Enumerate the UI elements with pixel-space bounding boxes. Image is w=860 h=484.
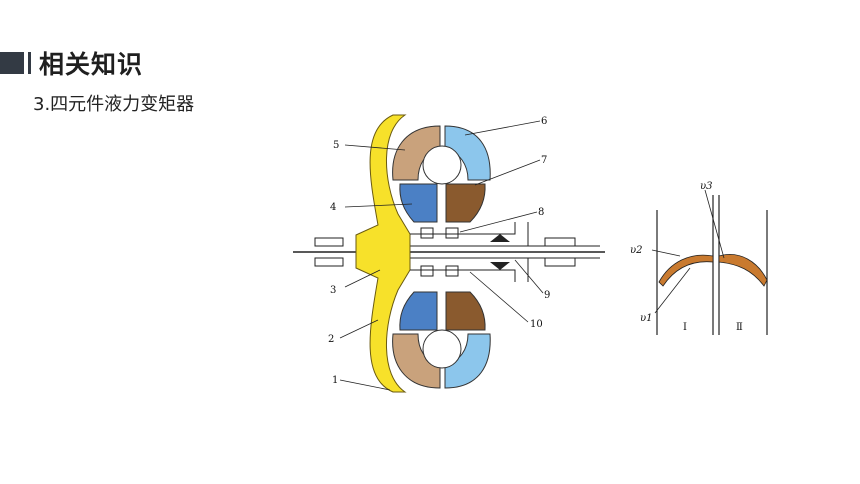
bearings [410, 222, 516, 282]
part-label-10: 10 [530, 319, 543, 330]
blade-profile-left [658, 254, 714, 287]
core-ring-lower [422, 329, 462, 369]
part-label-9: 9 [544, 290, 550, 301]
blade-profile-right [718, 254, 768, 287]
region-label-2: Ⅱ [736, 322, 743, 333]
part-label-2: 2 [328, 334, 334, 345]
part-label-8: 8 [538, 207, 544, 218]
part-label-4: 4 [330, 202, 336, 213]
velocity-label-v1: υ1 [640, 313, 652, 324]
section-header: 相关知识 [0, 46, 143, 80]
header-bar-icon [28, 52, 31, 74]
leader-lines [339, 120, 544, 391]
velocity-label-v2: υ2 [630, 245, 642, 256]
velocity-diagram: υ3 υ2 υ1 Ⅰ Ⅱ [630, 181, 768, 335]
stator-b-lower [445, 291, 486, 331]
arrow-down-icon [490, 262, 510, 270]
part-label-7: 7 [541, 155, 547, 166]
stator-a-upper [399, 183, 438, 223]
region-label-1: Ⅰ [683, 322, 687, 333]
core-ring-upper [422, 145, 462, 185]
part-label-5: 5 [333, 140, 339, 151]
upper-torus [392, 125, 491, 223]
arrow-up-icon [490, 234, 510, 242]
part-label-1: 1 [332, 375, 338, 386]
housing-shell [355, 114, 411, 393]
section-title: 相关知识 [39, 50, 144, 79]
stator-b-upper [445, 183, 486, 223]
part-label-6: 6 [541, 116, 547, 127]
velocity-label-v3: υ3 [700, 181, 712, 192]
lower-torus [392, 291, 491, 389]
stator-a-lower [399, 291, 438, 331]
slide-subtitle: 3.四元件液力变矩器 [33, 94, 195, 115]
part-label-3: 3 [330, 285, 336, 296]
ground-hatches [314, 222, 576, 282]
header-block-icon [0, 52, 24, 74]
